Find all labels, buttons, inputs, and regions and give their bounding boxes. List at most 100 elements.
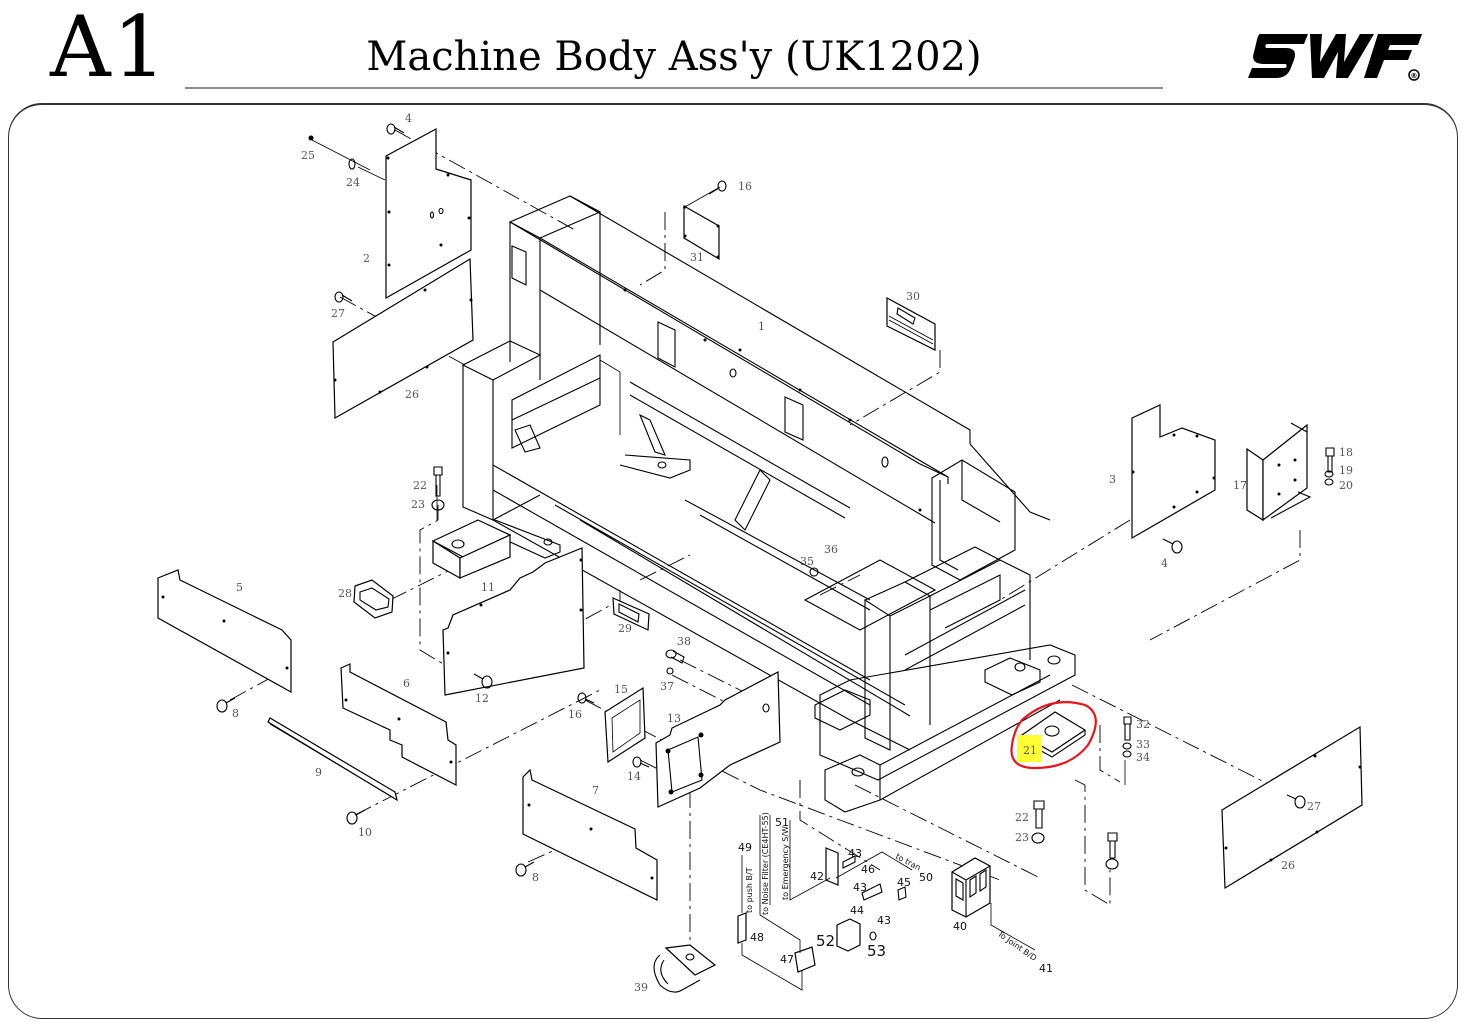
screw-icon (1286, 794, 1306, 809)
panel-part-7 (522, 768, 658, 901)
washer-icon (1324, 470, 1334, 486)
part-label: 42 (810, 870, 824, 883)
gland-icon (665, 649, 685, 664)
part-labels: 1 2 3 4 4 5 6 7 8 8 9 10 11 12 13 14 15 … (232, 112, 1353, 994)
part-label: 2 (363, 252, 370, 265)
highlight-circle (1010, 701, 1097, 770)
screw-icon (632, 756, 650, 768)
part-label: 18 (1339, 446, 1353, 459)
part-label: 28 (338, 587, 352, 600)
nut-icon (1105, 858, 1119, 870)
part-label: 16 (738, 180, 752, 193)
screw-icon (577, 692, 595, 704)
swf-logo-mark (1248, 34, 1422, 78)
part-label: 20 (1339, 479, 1353, 492)
part-label: 4 (405, 112, 412, 125)
page-title: Machine Body Ass'y (UK1202) (366, 34, 982, 80)
screw-icon (809, 567, 819, 577)
screw-icon (1162, 538, 1183, 554)
label-plate-part-29 (612, 597, 650, 631)
plate-part-13 (655, 671, 781, 808)
svg-text:®: ® (1411, 72, 1418, 80)
part-label: 14 (627, 770, 641, 783)
part-label: 12 (475, 692, 489, 705)
part-label: 5 (236, 581, 243, 594)
part-label: 40 (953, 920, 967, 933)
part-label: 30 (906, 290, 920, 303)
fasteners (216, 123, 1335, 941)
panel-part-26-right (1221, 725, 1363, 890)
part-label: 26 (1281, 859, 1295, 872)
part-label: 22 (413, 479, 427, 492)
part-label: 10 (358, 826, 372, 839)
part-label: 31 (690, 251, 704, 264)
panel-part-2 (385, 127, 472, 300)
part-label: 49 (738, 841, 752, 854)
part-label: 8 (532, 871, 539, 884)
part-label: 51 (775, 816, 789, 829)
part-label: 37 (660, 680, 674, 693)
part-label: 43 (877, 914, 891, 927)
bolt-icon (1325, 447, 1335, 473)
panel-part-3 (1131, 404, 1216, 540)
screw-icon (216, 697, 236, 713)
part-label: 44 (850, 904, 864, 917)
part-label: 6 (403, 677, 410, 690)
screw-icon (869, 931, 877, 941)
caster-part-39 (653, 944, 717, 993)
label-plate-part-30 (886, 296, 936, 351)
screw-icon (708, 180, 727, 195)
part-label: 25 (301, 149, 315, 162)
wire-label: to Noise Filter (CE4HT-55) (761, 812, 770, 915)
main-frame-part-1 (461, 195, 1076, 813)
part-label: 26 (405, 388, 419, 401)
bracket-part-15 (604, 686, 646, 764)
part-label: 50 (919, 871, 933, 884)
screw-icon (308, 135, 314, 141)
part-label: 9 (315, 766, 322, 779)
wire-label: to push B/T (745, 867, 754, 913)
part-label: 53 (867, 942, 886, 960)
drawing-frame (8, 103, 1458, 1019)
part-label: 38 (677, 635, 691, 648)
cover-part-31 (683, 204, 720, 261)
part-label: 32 (1136, 718, 1150, 731)
part-label: 43 (853, 881, 867, 894)
part-label: 24 (346, 176, 360, 189)
title-underline (185, 87, 1163, 89)
part-label: 45 (897, 876, 911, 889)
part-label: 36 (824, 543, 838, 556)
wire-label: to Emergency S/W (781, 826, 790, 900)
part-label: 29 (618, 622, 632, 635)
screw-icon (334, 291, 353, 303)
part-label: 3 (1109, 473, 1116, 486)
wire-label: To Joint B/D (995, 929, 1038, 963)
panel-part-11 (442, 547, 585, 696)
bolt-icon (1107, 832, 1118, 859)
bolt-icon (1033, 800, 1045, 829)
part-label: 52 (816, 932, 835, 950)
part-label: 13 (667, 712, 681, 725)
screw-icon (346, 809, 366, 825)
part-label: 19 (1339, 464, 1353, 477)
bolt-icon (1123, 716, 1132, 741)
strip-part-9 (267, 717, 398, 802)
part-label: 35 (800, 555, 814, 568)
part-label: 23 (1015, 831, 1029, 844)
screw-icon (515, 861, 535, 877)
bolt-icon (433, 466, 443, 497)
part-label: 48 (750, 931, 764, 944)
panel-part-6 (340, 663, 457, 786)
part-label: 1 (758, 320, 765, 333)
part-label: 23 (411, 498, 425, 511)
electric-parts-group (737, 815, 913, 991)
part-label: 43 (848, 847, 862, 860)
part-label: 8 (232, 707, 239, 720)
panel-part-26-left (332, 257, 474, 420)
nut-icon (1031, 832, 1045, 844)
part-label: 41 (1039, 962, 1053, 975)
part-label: 16 (568, 708, 582, 721)
washer-icon (348, 158, 356, 170)
page-id: A1 (50, 0, 169, 96)
